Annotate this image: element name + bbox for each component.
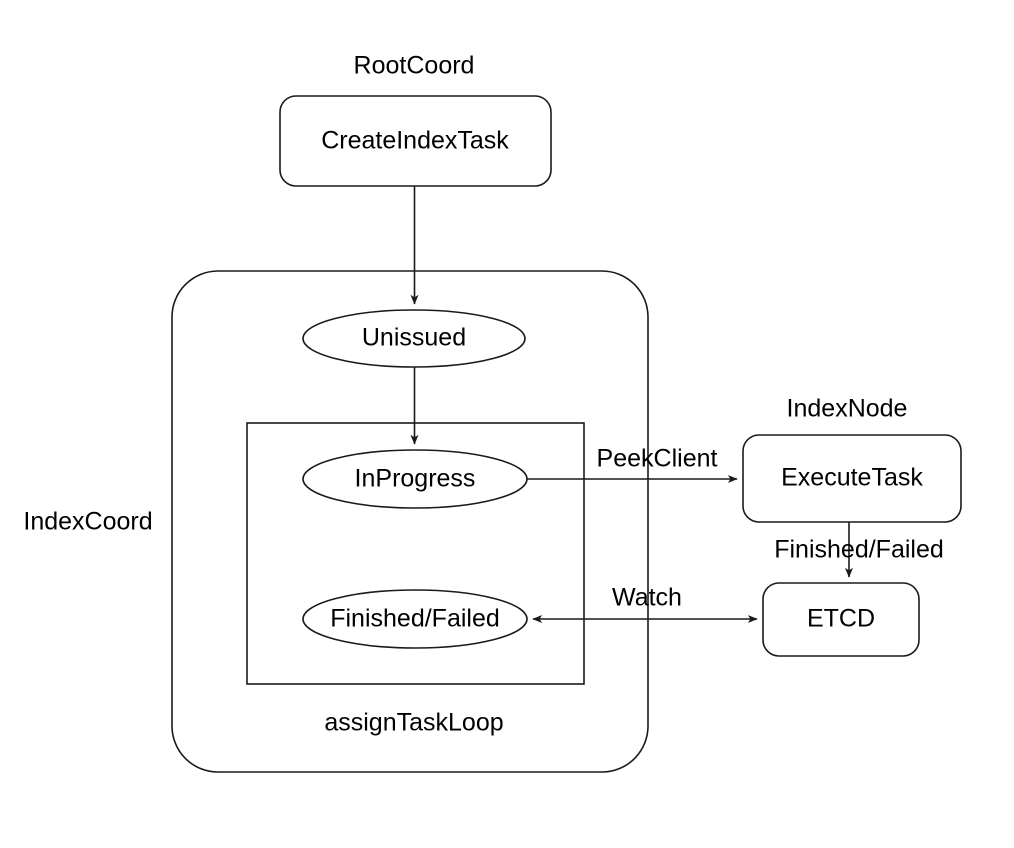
node-etcd[interactable]: [762, 582, 920, 657]
edge-label-finished-failed: Finished/Failed: [774, 536, 944, 564]
node-unissued-label: Unissued: [362, 324, 466, 352]
node-finishedfailed[interactable]: [302, 589, 528, 649]
node-executetask[interactable]: [742, 434, 962, 523]
node-createindextask[interactable]: [279, 95, 552, 187]
node-unissued[interactable]: [302, 309, 526, 368]
edge-label-watch: Watch: [612, 584, 682, 612]
group-label-assigntaskloop: assignTaskLoop: [324, 709, 503, 737]
section-label-rootcoord: RootCoord: [354, 52, 475, 80]
node-inprogress-label: InProgress: [355, 465, 476, 493]
node-executetask-label: ExecuteTask: [781, 464, 923, 492]
section-label-indexnode: IndexNode: [787, 395, 908, 423]
group-assigntaskloop-boundary: [246, 422, 585, 685]
node-finishedfailed-label: Finished/Failed: [330, 605, 500, 633]
node-inprogress[interactable]: [302, 449, 528, 509]
node-etcd-label: ETCD: [807, 605, 875, 633]
node-createindextask-label: CreateIndexTask: [321, 127, 509, 155]
edge-label-peekclient: PeekClient: [597, 445, 718, 473]
group-indexcoord-boundary: [171, 270, 649, 773]
group-label-indexcoord: IndexCoord: [23, 508, 152, 536]
